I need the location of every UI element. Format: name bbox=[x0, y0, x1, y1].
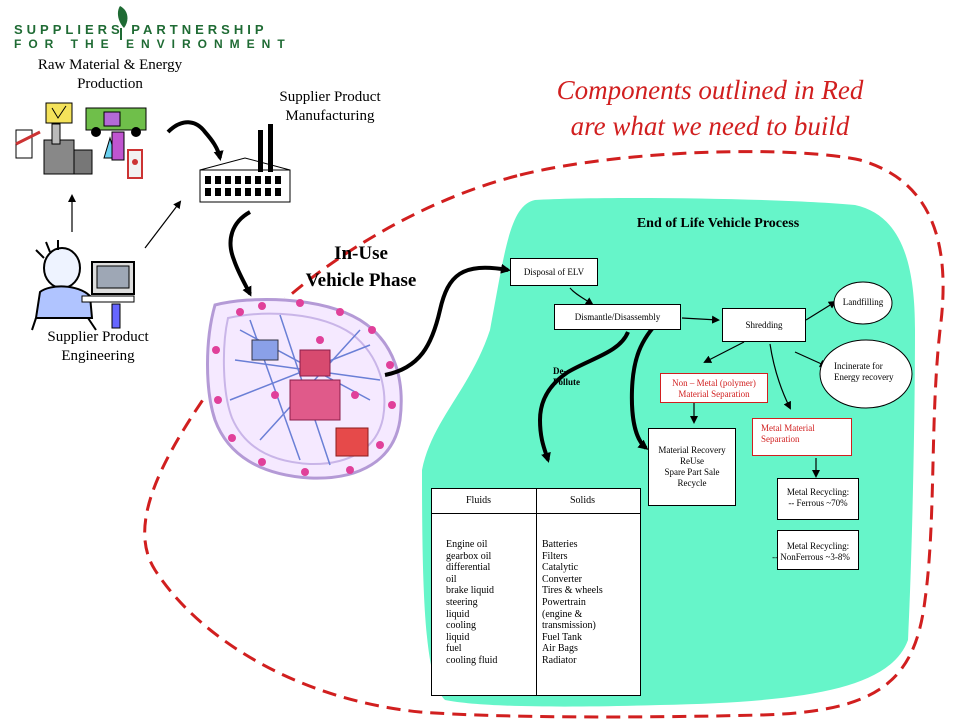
depollute-label: De- Pollute bbox=[553, 366, 580, 387]
table-column-divider bbox=[536, 489, 537, 695]
fluid-item: gearbox oil bbox=[446, 550, 492, 562]
fluids-solids-table: Fluids Solids Engine oil gearbox oil dif… bbox=[431, 488, 641, 696]
shredding-box: Shredding bbox=[722, 308, 806, 342]
metal-separation-box: Metal Material Separation bbox=[752, 418, 852, 456]
fluid-item: cooling bbox=[446, 620, 476, 632]
red-dashed-outline bbox=[143, 150, 945, 719]
fluid-item: differential bbox=[446, 562, 491, 574]
ferrous-recycling-box: Metal Recycling: -- Ferrous ~70% bbox=[777, 478, 859, 520]
flow-arrows-elv bbox=[537, 287, 837, 478]
fluid-item: liquid bbox=[446, 608, 470, 620]
solids-header: Solids bbox=[570, 495, 596, 506]
callout-title: Components outlined in Red are what we n… bbox=[556, 75, 864, 141]
solid-item: Batteries bbox=[542, 539, 578, 550]
landfilling-label: Landfilling bbox=[842, 297, 884, 307]
fluid-item: cooling fluid bbox=[446, 654, 498, 666]
fluids-list: Engine oil gearbox oil differential oil … bbox=[446, 539, 497, 667]
solid-item: transmission) bbox=[542, 620, 596, 632]
fluid-item: liquid bbox=[446, 631, 470, 643]
car-cutaway-illustration bbox=[205, 297, 410, 483]
fluid-item: oil bbox=[446, 573, 457, 585]
solid-item: Fuel Tank bbox=[542, 631, 582, 643]
nonferrous-recycling-box: Metal Recycling: -- NonFerrous ~3-8% bbox=[772, 530, 859, 570]
fluid-item: fuel bbox=[446, 643, 462, 655]
fluids-header: Fluids bbox=[466, 495, 492, 506]
logo-leaf-icon bbox=[117, 6, 128, 40]
solid-item: Air Bags bbox=[542, 643, 578, 655]
supplier-manufacturing-label: Supplier Product Manufacturing bbox=[279, 89, 381, 124]
in-use-vehicle-label: In-Use Vehicle Phase bbox=[305, 243, 417, 291]
solid-item: Powertrain bbox=[542, 596, 586, 608]
logo-text-line2: FOR THE ENVIRONMENT bbox=[14, 37, 292, 51]
solid-item: Converter bbox=[542, 573, 582, 585]
solids-list: Batteries Filters Catalytic Converter Ti… bbox=[542, 539, 603, 667]
landfilling-node bbox=[833, 281, 893, 325]
fluid-item: Engine oil bbox=[446, 539, 488, 550]
engineer-computer-icon bbox=[31, 240, 135, 331]
solid-item: Radiator bbox=[542, 654, 577, 666]
factory-icon bbox=[199, 124, 291, 203]
logo-text-line1: SUPPLIERS PARTNERSHIP bbox=[14, 22, 268, 37]
solid-item: Filters bbox=[542, 550, 568, 562]
solid-item: (engine & bbox=[542, 608, 583, 620]
raw-materials-icon bbox=[15, 102, 147, 179]
solid-item: Tires & wheels bbox=[542, 585, 603, 597]
supplier-engineering-label: Supplier Product Engineering bbox=[47, 329, 149, 364]
non-metal-separation-box: Non – Metal (polymer) Material Separatio… bbox=[660, 373, 768, 403]
dismantle-box: Dismantle/Disassembly bbox=[554, 304, 681, 330]
fluid-item: brake liquid bbox=[446, 585, 495, 597]
elv-process-title: End of Life Vehicle Process bbox=[636, 216, 800, 231]
incinerate-label: Incinerate for Energy recovery bbox=[834, 361, 894, 382]
material-recovery-box: Material Recovery ReUse Spare Part Sale … bbox=[648, 428, 736, 506]
incinerate-node bbox=[819, 339, 913, 409]
table-header-divider bbox=[432, 513, 640, 514]
raw-material-label: Raw Material & Energy Production bbox=[37, 57, 183, 92]
disposal-box: Disposal of ELV bbox=[510, 258, 598, 286]
flow-arrows-left bbox=[68, 120, 511, 377]
fluid-item: steering bbox=[446, 596, 478, 608]
solid-item: Catalytic bbox=[542, 562, 579, 574]
